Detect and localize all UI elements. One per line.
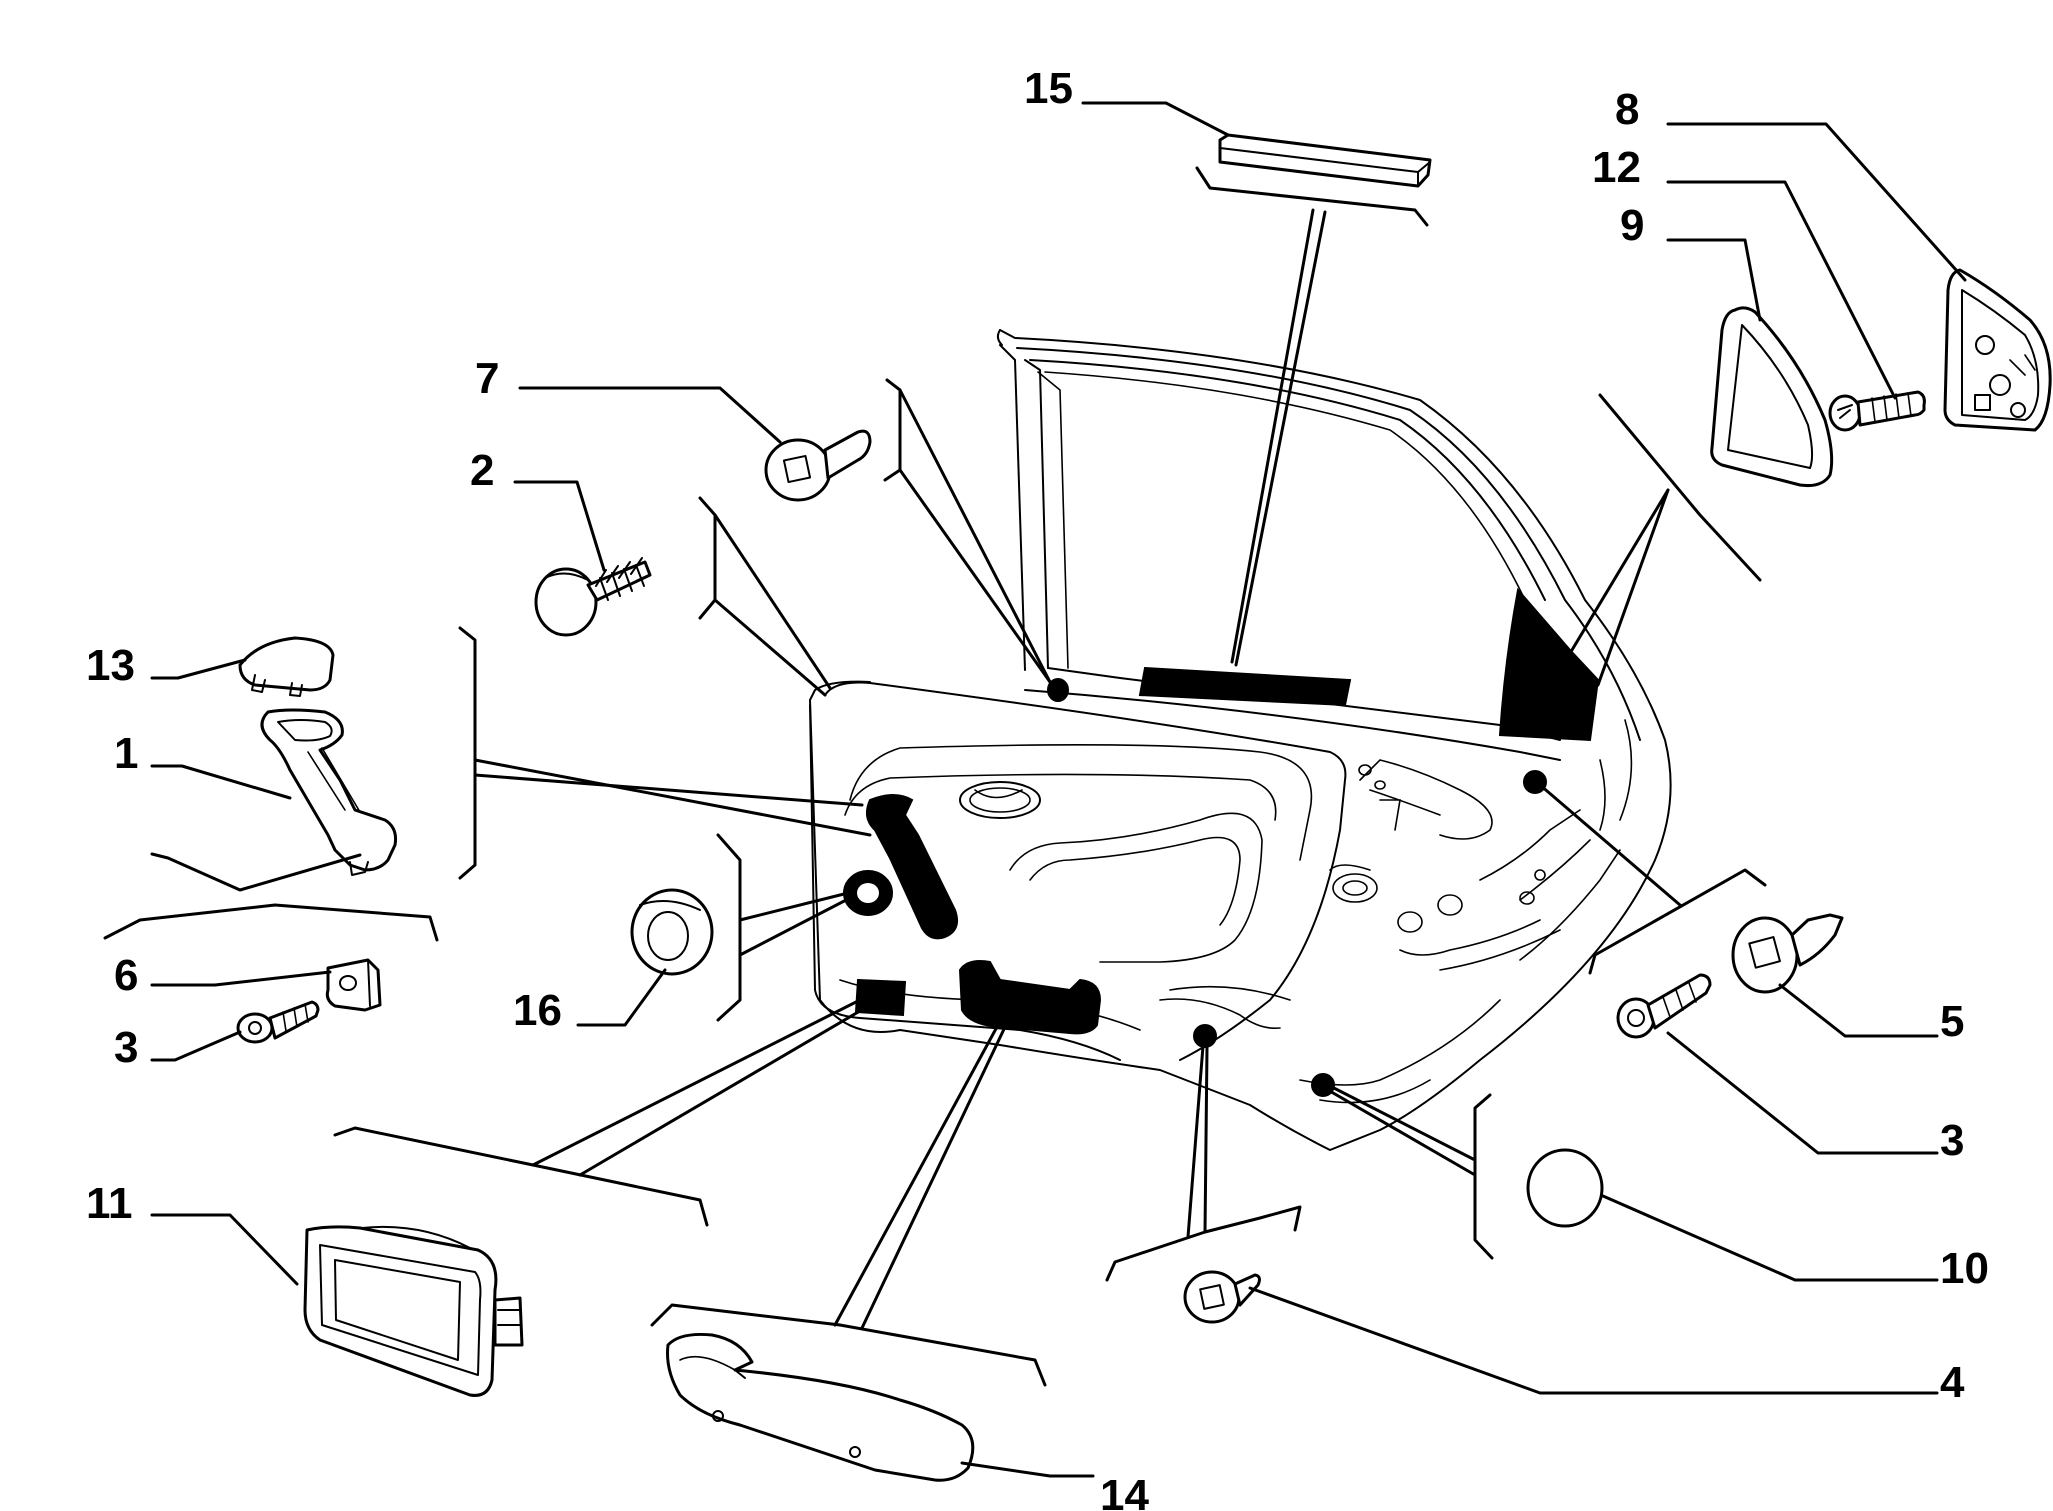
part-5-push-clip xyxy=(1731,913,1844,994)
clip-dot-right xyxy=(1523,770,1547,794)
clip-dot-lower xyxy=(1193,1024,1217,1048)
part-labels: 15 8 12 9 7 2 13 1 6 3 16 11 5 3 10 4 14 xyxy=(86,64,1989,1511)
part-3-bolt-left xyxy=(236,1000,320,1044)
label-4: 4 xyxy=(1940,1358,1965,1407)
part-7-push-clip xyxy=(764,429,872,502)
part-14-grab-handle xyxy=(666,1333,975,1482)
part-9-triangle-gasket xyxy=(1710,306,1834,487)
part-12-screw xyxy=(1828,390,1926,432)
label-10: 10 xyxy=(1940,1244,1989,1293)
door-markings xyxy=(843,587,1600,1097)
leader-lines xyxy=(150,101,1967,1478)
part-1-winder-handle xyxy=(260,708,397,876)
label-5: 5 xyxy=(1940,997,1964,1046)
part-10-plug xyxy=(1526,1148,1604,1228)
label-15: 15 xyxy=(1024,64,1073,113)
part-16-grommet xyxy=(630,888,714,976)
label-9: 9 xyxy=(1620,201,1644,250)
bracket-lines xyxy=(103,166,1767,1387)
label-3-right: 3 xyxy=(1940,1116,1964,1165)
part-15-trim-strip xyxy=(1218,133,1432,188)
part-2-fir-tree-clip xyxy=(534,557,652,637)
label-7: 7 xyxy=(475,354,499,403)
label-2: 2 xyxy=(470,446,494,495)
label-12: 12 xyxy=(1592,143,1641,192)
part-13-cap xyxy=(238,636,335,697)
part-11-switch-housing xyxy=(303,1225,524,1397)
handle-mark xyxy=(958,960,1102,1035)
label-6: 6 xyxy=(114,951,138,1000)
clip-dot-upper xyxy=(1047,678,1069,702)
window-seal-mark xyxy=(1138,666,1352,707)
label-1: 1 xyxy=(114,729,138,778)
part-3-bolt-right xyxy=(1616,973,1712,1039)
part-4-push-clip xyxy=(1183,1270,1261,1324)
label-16: 16 xyxy=(513,986,562,1035)
label-13: 13 xyxy=(86,641,135,690)
label-3-left: 3 xyxy=(114,1023,138,1072)
label-8: 8 xyxy=(1615,85,1639,134)
winder-mark xyxy=(865,794,958,940)
part-6-clip-nut xyxy=(325,958,382,1012)
label-11: 11 xyxy=(86,1179,133,1228)
part-8-mirror-cover xyxy=(1943,268,2052,432)
label-14: 14 xyxy=(1100,1471,1149,1511)
quarter-glass-mark xyxy=(1498,587,1600,742)
door-shell xyxy=(809,329,1672,1151)
